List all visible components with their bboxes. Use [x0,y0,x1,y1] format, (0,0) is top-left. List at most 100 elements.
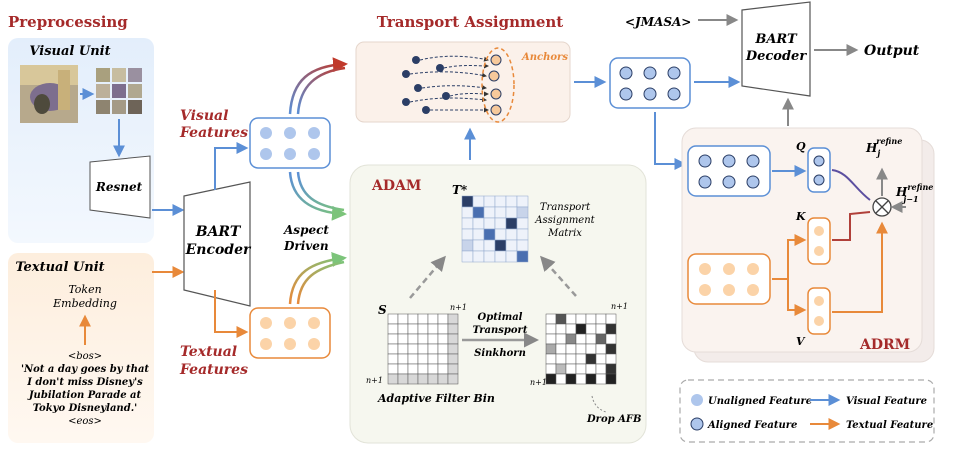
sinkhorn-label: Sinkhorn [474,348,526,359]
matrix-cell [605,323,617,335]
tam-label-1: Transport [540,202,591,213]
matrix-cell [437,333,449,345]
matrix-cell [545,363,557,375]
v-to-product-arrow [832,221,888,313]
transport-assignment-title: Transport Assignment [377,13,564,31]
matrix-cell [427,363,439,375]
matrix-cell [417,323,429,335]
matrix-cell [555,313,567,325]
bart-decoder-label-2: Decoder [745,49,807,64]
matrix-cell [397,363,409,375]
matrix-cell [555,343,567,355]
matrix-cell [427,323,439,335]
matrix-cell [427,353,439,365]
ot-to-t-arrow [539,255,577,297]
matrix-cell [565,323,577,335]
anchor-points [481,47,515,123]
t-star-label: T* [452,183,468,197]
matrix-cell [585,363,597,375]
matrix-cell [461,195,474,208]
matrix-cell [437,353,449,365]
matrix-cell [437,373,449,385]
matrix-cell [575,363,587,375]
matrix-cell [505,206,518,219]
k-to-product-line [832,211,871,241]
resnet-label: Resnet [95,180,143,194]
matrix-cell [595,343,607,355]
matrix-cell [387,313,399,325]
matrix-cell [417,373,429,385]
matrix-cell [565,343,577,355]
matrix-cell [472,195,485,208]
tam-label-2: Assignment [534,215,595,226]
matrix-cell [585,333,597,345]
matrix-cell [472,228,485,241]
matrix-cell [397,373,409,385]
matrix-cell [461,239,474,252]
optimal-transport-label-1: Optimal [478,312,523,323]
matrix-cell [387,333,399,345]
matrix-cell [545,333,557,345]
matrix-cell [575,373,587,385]
matrix-cell [407,343,419,355]
matrix-cell [565,373,577,385]
matrix-cell [407,363,419,375]
matrix-cell [407,313,419,325]
matrix-cell [545,323,557,335]
matrix-cell [605,343,617,355]
s-label: S [378,303,387,317]
adrm-title: ADRM [859,337,910,353]
input-text-line-1: 'Not a day goes by that [21,364,149,375]
matrix-cell [472,217,485,230]
input-text-line-2: I don't miss Disney's [26,377,143,388]
textual-to-k-arrow [772,234,807,280]
matrix-cell [437,343,449,355]
matrix-cell [555,373,567,385]
s-n1-top: n+1 [450,303,467,312]
matrix-cell [397,343,409,355]
optimal-transport-matrix [545,313,617,385]
adam-title: ADAM [371,178,421,194]
matrix-cell [575,333,587,345]
legend-box [679,379,935,443]
matrix-cell [505,250,518,263]
matrix-cell [447,323,459,335]
matrix-cell [585,353,597,365]
resnet-block [89,155,151,219]
matrix-cell [585,343,597,355]
q-to-product-line [831,169,871,201]
matrix-cell [555,363,567,375]
matrix-cell [427,343,439,355]
matrix-cell [397,323,409,335]
matrix-cell [575,343,587,355]
matrix-cell [417,353,429,365]
bart-encoder-block [183,181,251,307]
textual-feature-tokens [249,307,331,359]
textual-features-label-1: Textual [180,344,237,360]
fused-to-adrm-arrow [654,112,687,170]
matrix-cell [483,250,496,263]
matrix-cell [585,323,597,335]
legend-aligned: Aligned Feature [707,420,797,431]
bart-decoder-label-1: BART [754,32,798,47]
token-embedding-label-2: Embedding [52,297,117,310]
matrix-cell [447,353,459,365]
matrix-cell [461,250,474,263]
bart-encoder-label-2: Encoder [185,242,252,258]
s-n1-left: n+1 [366,376,383,385]
matrix-cell [494,206,507,219]
adrm-visual-tokens [687,145,771,197]
matrix-cell [545,313,557,325]
bart-encoder-label-1: BART [195,224,242,240]
matrix-cell [605,373,617,385]
matrix-cell [505,239,518,252]
matrix-cell [585,313,597,325]
token-embedding-label-1: Token [68,283,101,296]
visual-feature-tokens [249,117,331,169]
matrix-cell [545,343,557,355]
matrix-cell [447,333,459,345]
drop-afb-pointer [591,395,607,413]
matrix-cell [494,239,507,252]
matrix-cell [472,239,485,252]
matrix-cell [565,333,577,345]
